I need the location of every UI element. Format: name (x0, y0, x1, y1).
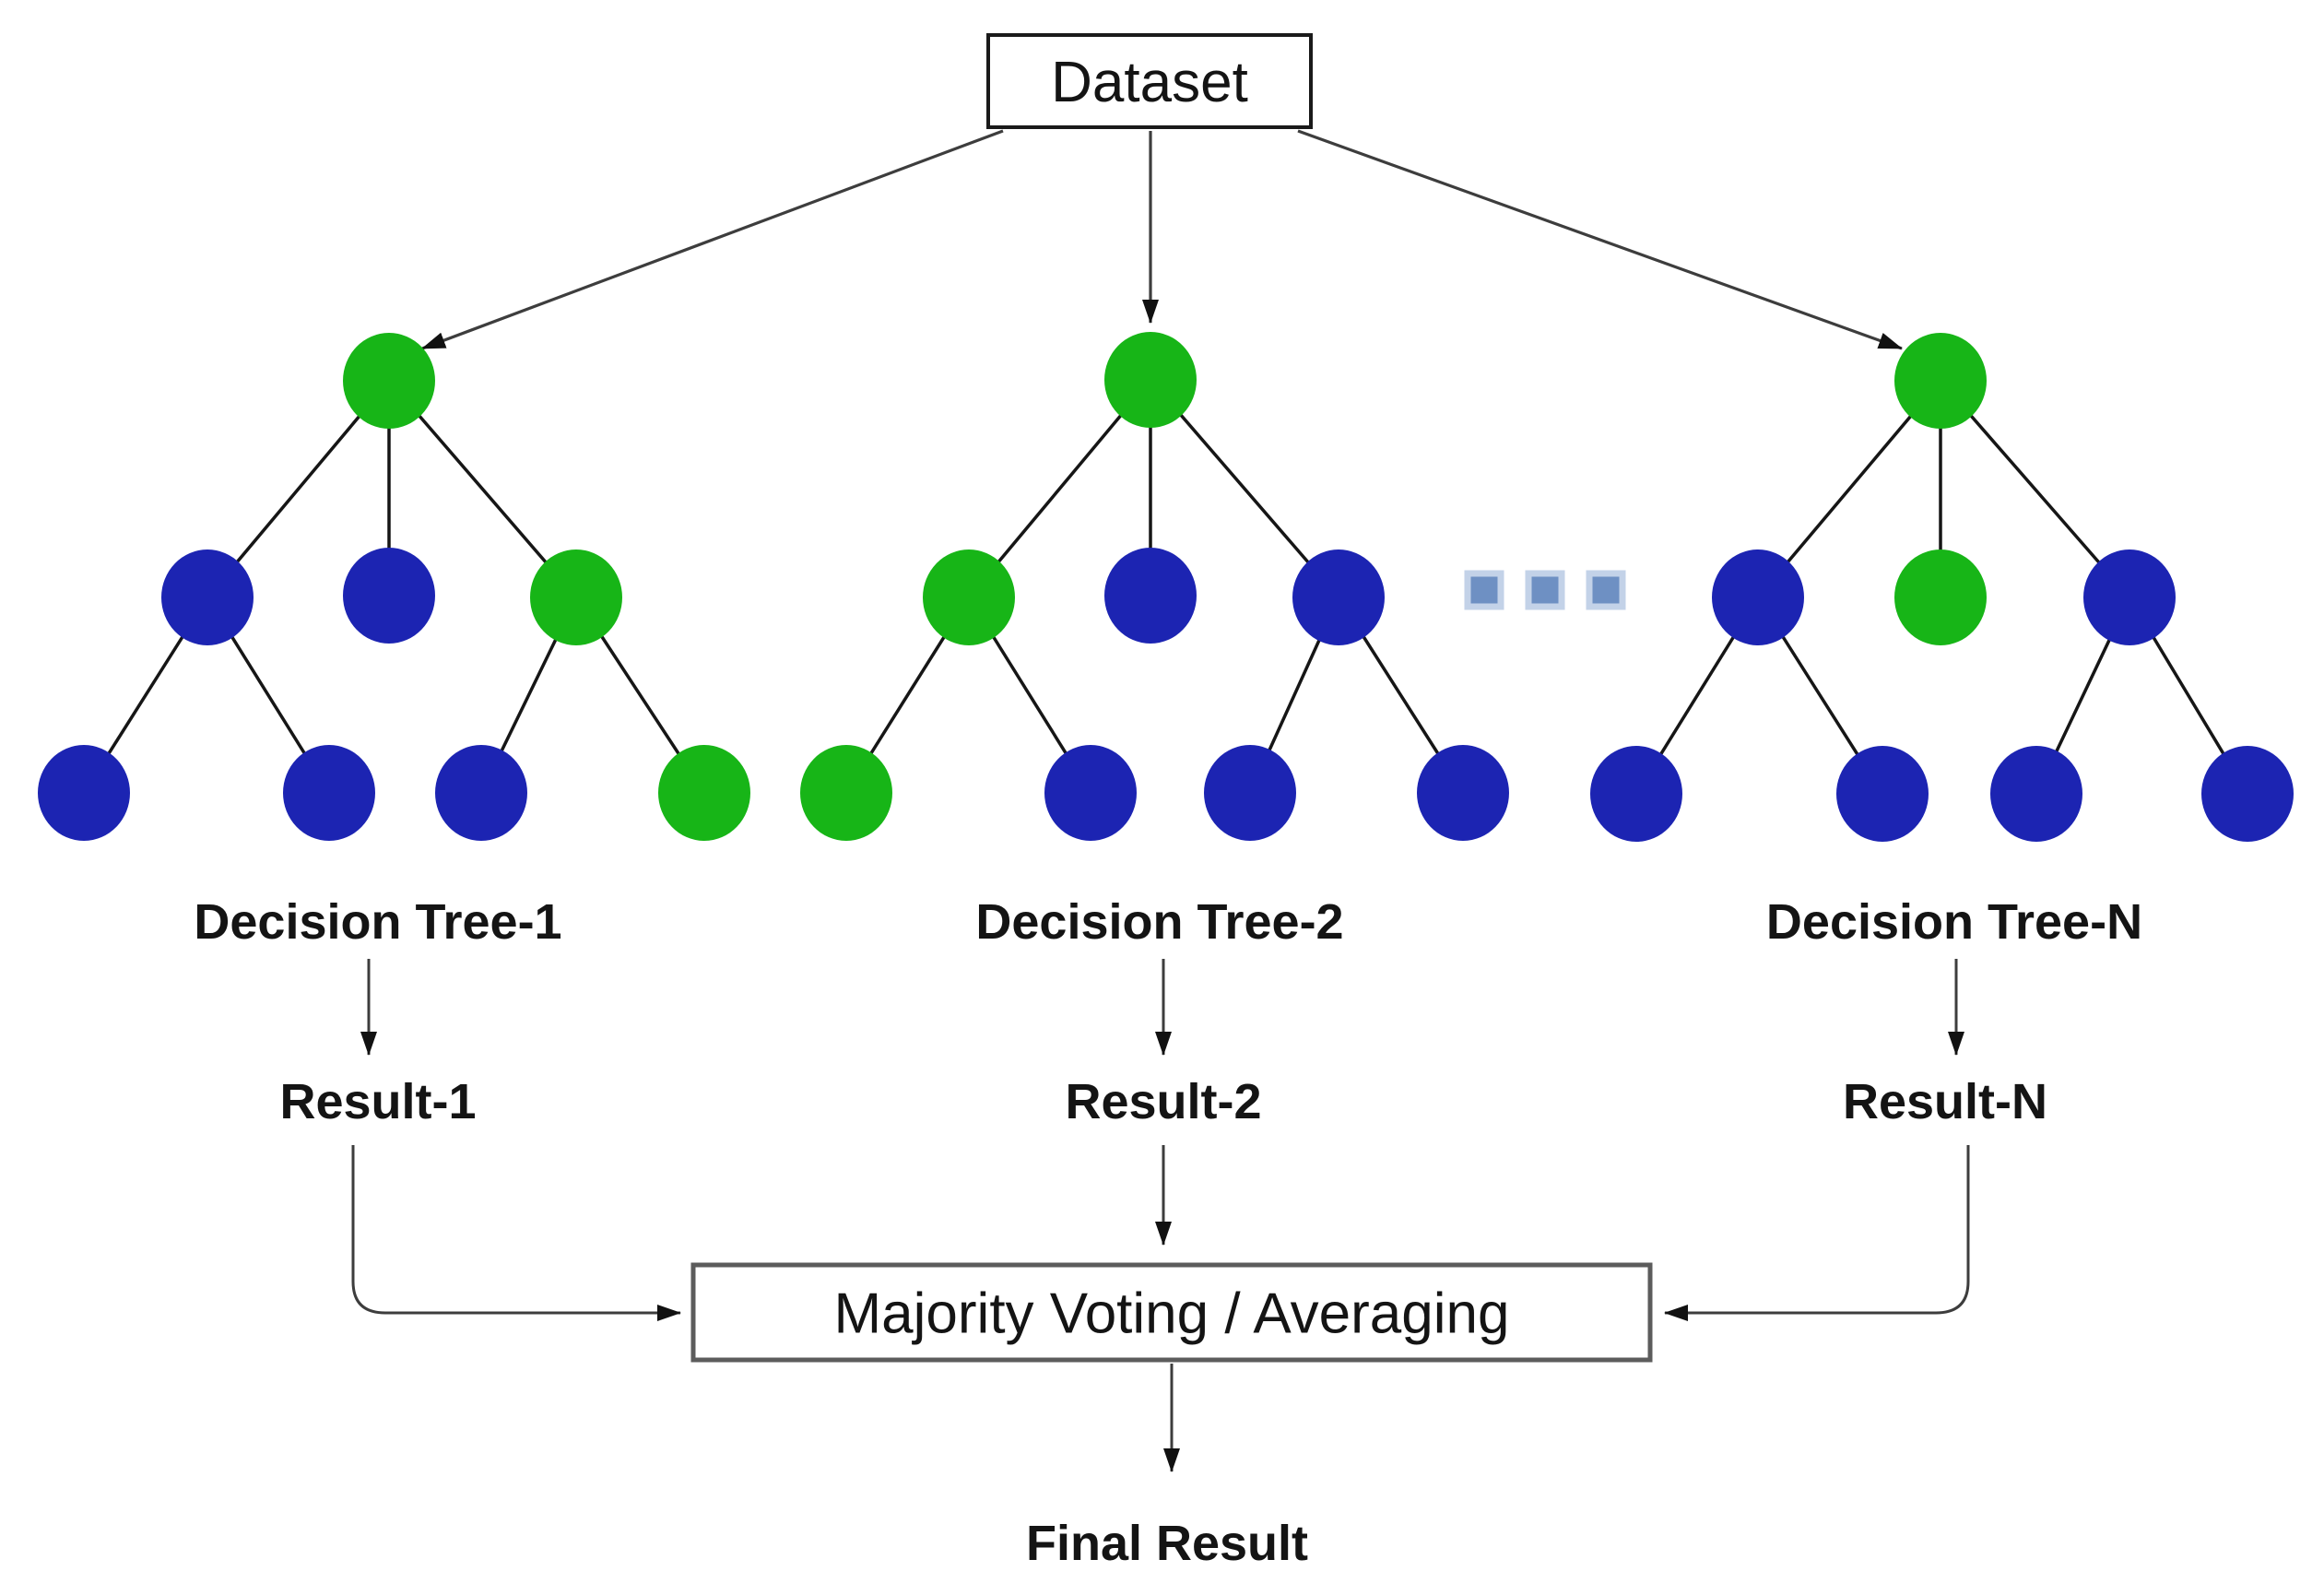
arrows-layer (351, 129, 1970, 1472)
tree-1-node-b-blue (343, 548, 435, 644)
tree-1-node-a-blue (161, 549, 254, 645)
tree-1-node-l1-blue (38, 745, 130, 841)
boxes-layer (690, 33, 1653, 1363)
tree-1-node-l3-blue (435, 745, 527, 841)
dataset-box (986, 33, 1313, 129)
tree-n-node-l2-blue (1836, 746, 1929, 842)
tree-n-node-l4-blue (2201, 746, 2294, 842)
tree-1-label: Decision Tree-1 (194, 894, 561, 950)
ellipsis-dot-1 (1464, 570, 1504, 610)
tree-nodes-layer (38, 332, 2294, 842)
tree-1-result-label: Result-1 (279, 1074, 476, 1129)
tree-1-edge-r-c (387, 379, 578, 599)
tree-2-node-l3-blue (1204, 745, 1296, 841)
ellipsis-dot-3 (1586, 570, 1626, 610)
arrow-dataset-to-tree-1 (421, 129, 1004, 350)
tree-n-result-label: Result-N (1843, 1074, 2047, 1129)
tree-n-node-r-green (1894, 333, 1987, 429)
dataset-label: Dataset (1051, 51, 1248, 114)
tree-2-node-c-blue (1292, 549, 1385, 645)
tree-2-node-l2-blue (1044, 745, 1137, 841)
ellipsis-dot-2 (1525, 570, 1565, 610)
tree-n-edge-r-c (1939, 379, 2131, 599)
tree-n-node-l1-blue (1590, 746, 1682, 842)
final-result-label: Final Result (1026, 1516, 1308, 1571)
majority-voting-label: Majority Voting / Averaging (834, 1282, 1510, 1346)
tree-2-node-r-green (1104, 332, 1197, 428)
feed-tree-1-result-to-majority (351, 1145, 681, 1321)
tree-2-node-l1-green (800, 745, 892, 841)
tree-2-result-label: Result-2 (1065, 1074, 1261, 1129)
tree-n-node-b-green (1894, 549, 1987, 645)
tree-2-node-a-green (923, 549, 1015, 645)
tree-2-node-l4-blue (1417, 745, 1509, 841)
tree-2-node-b-blue (1104, 548, 1197, 644)
tree-n-label: Decision Tree-N (1766, 894, 2142, 950)
tree-n-node-l3-blue (1990, 746, 2082, 842)
tree-2-edge-r-c (1149, 378, 1340, 599)
tree-2-edge-r-a (967, 378, 1152, 599)
arrow-dataset-to-tree-n (1297, 129, 1903, 350)
tree-1-node-c-green (530, 549, 622, 645)
tree-n-node-a-blue (1712, 549, 1804, 645)
tree-1-node-r-green (343, 333, 435, 429)
tree-n-node-c-blue (2083, 549, 2176, 645)
tree-1-node-l4-green (658, 745, 750, 841)
feed-tree-n-result-to-majority (1664, 1145, 1970, 1321)
tree-2-label: Decision Tree-2 (975, 894, 1343, 950)
tree-1-node-l2-blue (283, 745, 375, 841)
majority-voting-box (690, 1262, 1653, 1363)
tree-n-edge-r-a (1756, 379, 1942, 599)
